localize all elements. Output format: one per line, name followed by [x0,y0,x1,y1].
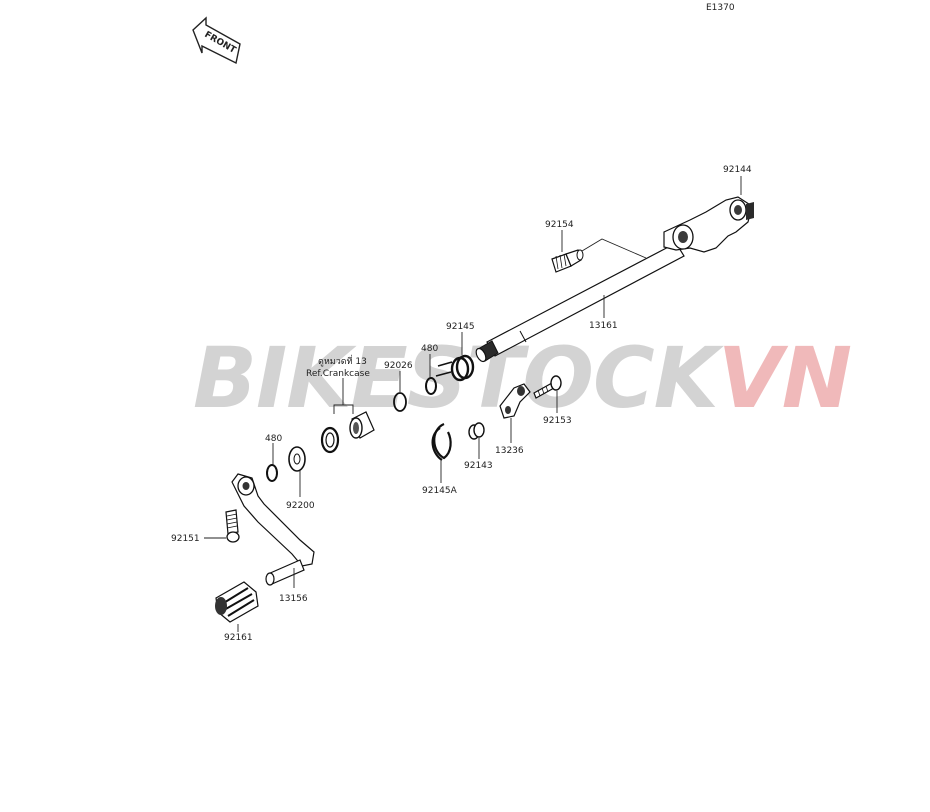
label-92026: 92026 [384,361,413,371]
washer-92026 [393,392,407,412]
watermark-part1: BIKESTOCK [193,329,725,427]
circlip-left [266,464,278,482]
bolt-92153 [533,375,562,399]
label-92143: 92143 [464,461,493,471]
label-13161: 13161 [589,321,618,331]
label-92145: 92145 [446,322,475,332]
gear-stopper [499,383,531,419]
front-arrow-icon: FRONT [192,16,241,65]
stud-bolt [551,249,584,273]
watermark: BIKESTOCKVN [193,329,852,427]
label-13236: 13236 [495,446,524,456]
label-13156: 13156 [279,594,308,604]
label-92153: 92153 [543,416,572,426]
label-92145a: 92145A [422,486,458,496]
label-92200: 92200 [286,501,315,511]
shift-shaft [475,242,685,363]
needle-bearing [349,411,375,439]
oil-seal [320,426,340,454]
svg-text:BIKESTOCKVN: BIKESTOCKVN [193,329,851,427]
label-480-top: 480 [421,344,438,354]
shift-arm-plate [663,196,754,253]
ref-note-line2: Ref.Crankcase [306,369,370,379]
label-92151: 92151 [171,534,200,544]
ref-bracket [333,378,354,414]
watermark-part2: VN [718,329,851,427]
circlip-top [425,377,437,395]
spring-92145a [431,422,452,461]
label-480-left: 480 [265,434,282,444]
ref-note-line1: ดูหมวดที่ 13 [318,354,367,367]
label-92154: 92154 [545,220,574,230]
pedal-bolt [225,509,240,543]
diagram-code: E1370 [706,3,735,13]
collar-92143 [468,422,485,440]
leader-92154-b [581,238,647,259]
label-92144: 92144 [723,165,752,175]
return-spring [435,354,475,382]
label-92161: 92161 [224,633,253,643]
pedal-rubber [215,581,259,623]
shift-pedal [231,473,315,586]
washer-92200 [288,446,306,472]
